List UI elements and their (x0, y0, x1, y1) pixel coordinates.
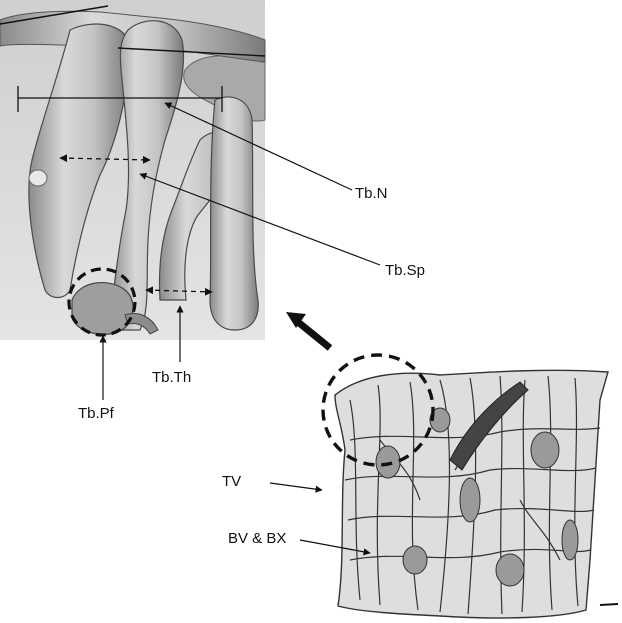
trabecula-node (72, 283, 133, 335)
zoomed-inset (0, 0, 265, 340)
tv-pointer (270, 483, 322, 490)
label-tv: TV (222, 473, 241, 490)
bone-sample-3d (335, 370, 618, 618)
label-tb-th: Tb.Th (152, 369, 191, 386)
zoom-arrow (286, 312, 330, 348)
trabecula-right-rod (210, 97, 258, 330)
label-bv-bx: BV & BX (228, 530, 286, 547)
label-tb-pf: Tb.Pf (78, 405, 115, 422)
sample-tick-right (600, 604, 618, 605)
label-tb-sp: Tb.Sp (385, 262, 425, 279)
trabecula-knob (29, 170, 47, 186)
label-tb-n: Tb.N (355, 185, 388, 202)
